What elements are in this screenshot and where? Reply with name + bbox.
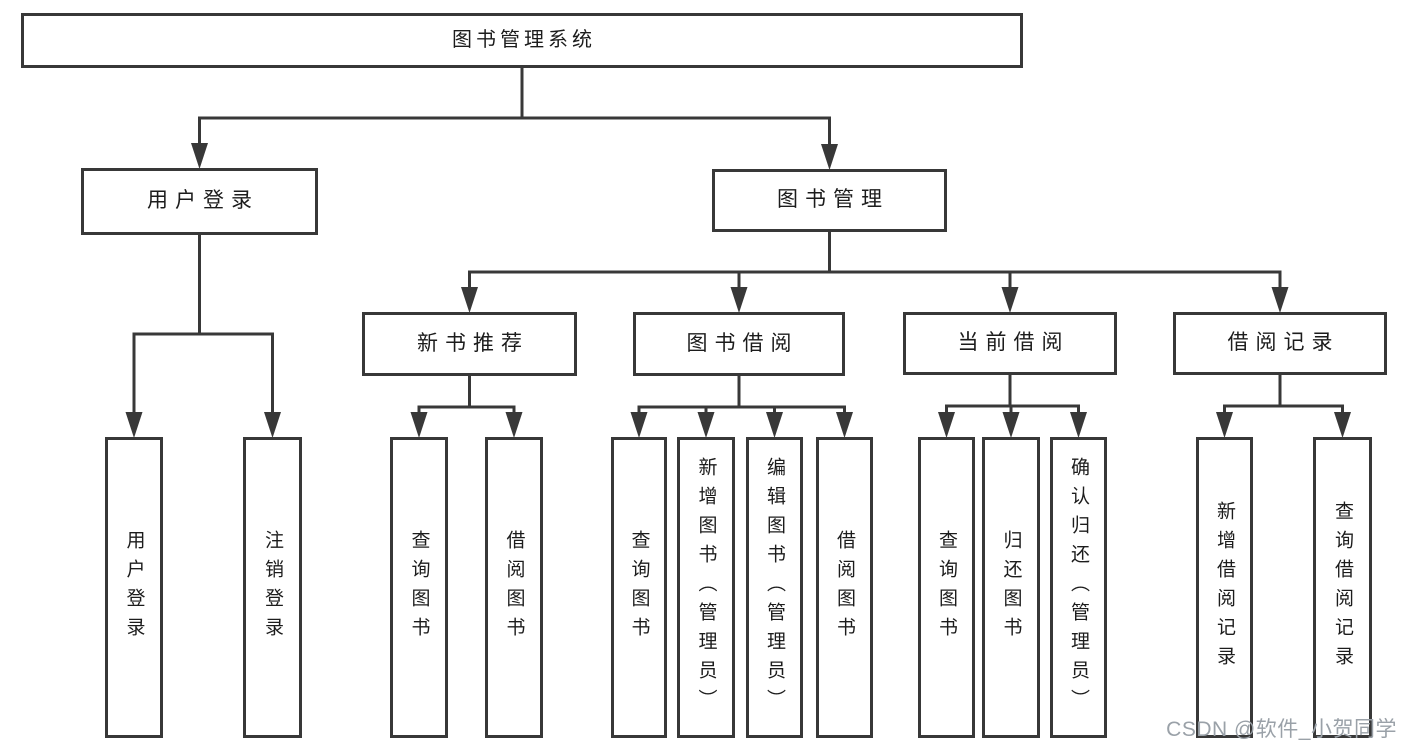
node-borrow-records: 借阅记录: [1173, 312, 1387, 375]
node-label: 编辑图书（管理员）: [764, 457, 785, 718]
node-label: 新书推荐: [417, 331, 529, 355]
watermark-text: CSDN @软件_小贺同学: [1166, 718, 1397, 741]
node-label: 图书借阅: [686, 331, 799, 355]
node-br-query: 查询借阅记录: [1313, 437, 1372, 738]
node-nb-borrow: 借阅图书: [485, 437, 543, 738]
node-current-borrow: 当前借阅: [903, 312, 1117, 375]
node-label: 新增借阅记录: [1214, 500, 1235, 675]
node-label: 查询图书: [936, 529, 957, 646]
node-new-book-rec: 新书推荐: [362, 312, 577, 376]
node-br-add: 新增借阅记录: [1196, 437, 1253, 738]
node-label: 用户登录: [123, 529, 145, 646]
node-ul-login: 用户登录: [105, 437, 163, 738]
node-book-mgmt: 图书管理: [712, 169, 947, 232]
node-label: 查询图书: [628, 529, 650, 646]
node-label: 新增图书（管理员）: [695, 457, 717, 718]
node-bb-add: 新增图书（管理员）: [677, 437, 735, 738]
node-label: 图书管理: [777, 188, 889, 212]
node-label: 借阅图书: [503, 529, 525, 646]
node-label: 查询图书: [408, 529, 430, 646]
node-cb-query: 查询图书: [918, 437, 975, 738]
node-label: 借阅记录: [1227, 331, 1340, 355]
node-cb-return: 归还图书: [982, 437, 1040, 738]
node-label: 确认归还（管理员）: [1068, 457, 1089, 718]
node-bb-borrow: 借阅图书: [816, 437, 873, 738]
node-user-login: 用户登录: [81, 168, 318, 235]
node-label: 借阅图书: [834, 529, 855, 646]
node-book-borrow: 图书借阅: [633, 312, 845, 376]
node-bb-edit: 编辑图书（管理员）: [746, 437, 803, 738]
node-label: 注销登录: [262, 529, 283, 646]
node-label: 查询借阅记录: [1332, 500, 1353, 675]
node-label: 用户登录: [147, 189, 259, 213]
node-nb-query: 查询图书: [390, 437, 448, 738]
node-bb-query: 查询图书: [611, 437, 667, 738]
node-ul-logout: 注销登录: [243, 437, 302, 738]
node-label: 图书管理系统: [452, 29, 596, 51]
node-cb-confirm: 确认归还（管理员）: [1050, 437, 1107, 738]
node-label: 当前借阅: [957, 331, 1070, 355]
node-root: 图书管理系统: [21, 13, 1023, 68]
node-label: 归还图书: [1000, 529, 1022, 646]
